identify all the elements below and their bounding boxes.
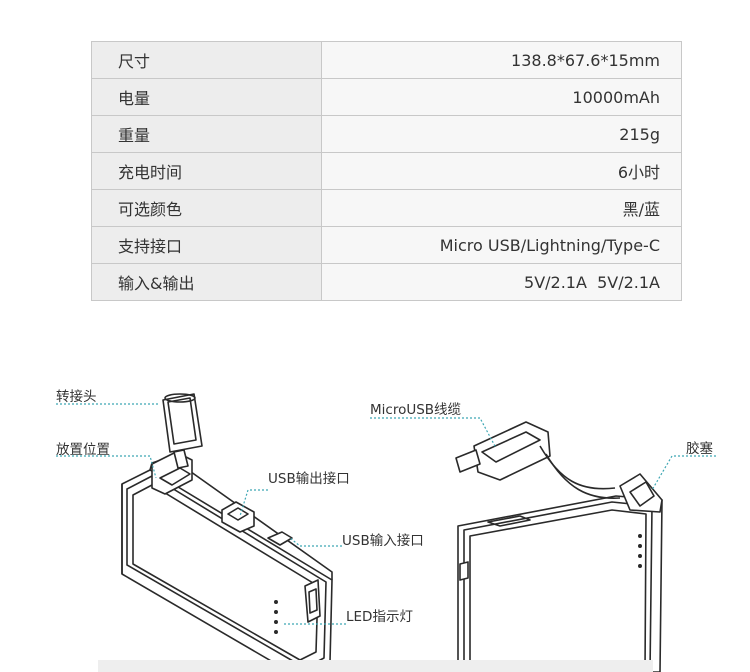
spec-label: 输入&输出 <box>91 263 322 301</box>
label-usb-in: USB输入接口 <box>342 533 424 549</box>
spec-value: Micro USB/Lightning/Type-C <box>321 226 682 264</box>
spec-label: 充电时间 <box>91 152 322 190</box>
spec-label: 重量 <box>91 115 322 153</box>
callout-storage-line <box>56 455 157 479</box>
spec-value: 10000mAh <box>321 78 682 116</box>
callout-micro-cable-line <box>370 417 497 449</box>
label-usb-out: USB输出接口 <box>268 471 350 487</box>
product-diagram: 转接头 放置位置 USB输出接口 USB输入接口 LED指示灯 MicroUSB… <box>0 360 750 672</box>
spec-label: 支持接口 <box>91 226 322 264</box>
spec-label: 尺寸 <box>91 41 322 79</box>
spec-row: 可选颜色黑/蓝 <box>91 189 682 227</box>
spec-value: 215g <box>321 115 682 153</box>
spec-label: 电量 <box>91 78 322 116</box>
right-power-bank <box>457 473 663 672</box>
left-power-bank <box>121 451 333 672</box>
micro-usb-cable <box>455 421 621 499</box>
callout-lines <box>56 403 716 625</box>
spec-value: 6小时 <box>321 152 682 190</box>
spec-value: 5V/2.1A 5V/2.1A <box>321 263 682 301</box>
label-rubber-plug: 胶塞 <box>686 441 713 457</box>
power-bank-illustration <box>121 393 663 672</box>
callout-usb-out-line <box>239 489 268 517</box>
spec-label: 可选颜色 <box>91 189 322 227</box>
label-storage: 放置位置 <box>56 442 110 458</box>
label-adapter: 转接头 <box>56 389 97 405</box>
spec-value: 黑/蓝 <box>321 189 682 227</box>
bottom-panel-edge <box>98 660 653 672</box>
label-micro-cable: MicroUSB线缆 <box>370 402 462 418</box>
callout-usb-in-line <box>289 537 342 547</box>
label-led: LED指示灯 <box>346 609 413 625</box>
adapter-plug <box>162 393 203 469</box>
callout-rubber-plug-line <box>651 455 716 491</box>
spec-value: 138.8*67.6*15mm <box>321 41 682 79</box>
